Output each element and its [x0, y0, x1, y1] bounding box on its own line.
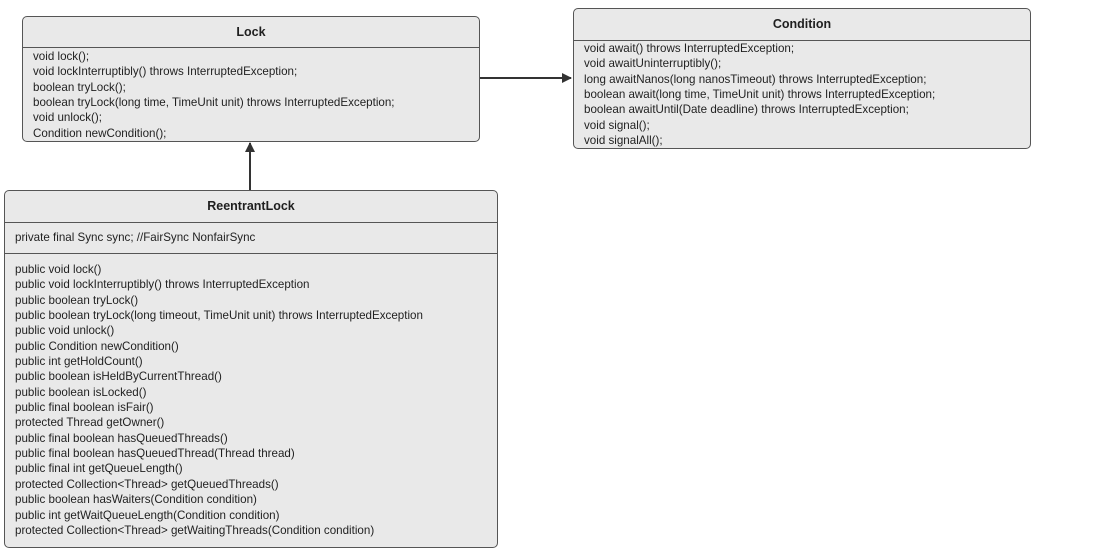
reentrantlock-class-box[interactable]: ReentrantLock private final Sync sync; /…	[4, 190, 498, 548]
member-line: protected Collection<Thread> getQueuedTh…	[15, 477, 279, 491]
member-line: void await() throws InterruptedException…	[584, 42, 795, 55]
member-line: public final boolean hasQueuedThreads()	[15, 431, 228, 445]
member-line: long awaitNanos(long nanosTimeout) throw…	[584, 72, 927, 86]
member-line: void lock();	[33, 50, 90, 63]
member-line: public int getWaitQueueLength(Condition …	[15, 508, 280, 522]
lock-class-title: Lock	[23, 17, 479, 48]
member-line: public Condition newCondition()	[15, 339, 179, 353]
member-line: public boolean tryLock(long timeout, Tim…	[15, 309, 423, 323]
member-line: public final int getQueueLength()	[15, 462, 183, 476]
member-line: boolean await(long time, TimeUnit unit) …	[584, 88, 936, 102]
condition-class-title: Condition	[574, 9, 1030, 41]
reentrantlock-class-title: ReentrantLock	[5, 191, 497, 223]
member-line: boolean tryLock();	[33, 80, 126, 94]
lock-methods: void lock(); void lockInterruptibly() thr…	[23, 48, 479, 141]
member-line: public void unlock()	[15, 324, 115, 338]
member-line: public final boolean isFair()	[15, 401, 154, 415]
member-line: protected Thread getOwner()	[15, 416, 165, 430]
reentrantlock-fields: private final Sync sync; //FairSync Nonf…	[5, 223, 497, 254]
member-line: public boolean tryLock()	[15, 293, 139, 307]
member-line: public boolean isLocked()	[15, 385, 147, 399]
member-line: boolean awaitUntil(Date deadline) throws…	[584, 103, 909, 117]
member-line: public boolean hasWaiters(Condition cond…	[15, 493, 257, 507]
member-line: public boolean isHeldByCurrentThread()	[15, 370, 222, 384]
member-line: protected Collection<Thread> getWaitingT…	[15, 523, 375, 537]
member-line: boolean tryLock(long time, TimeUnit unit…	[33, 96, 395, 110]
condition-class-box[interactable]: Condition void await() throws Interrupte…	[573, 8, 1031, 149]
member-line: private final Sync sync; //FairSync Nonf…	[15, 231, 256, 244]
member-line: void lockInterruptibly() throws Interrup…	[33, 65, 298, 79]
member-line: public void lock()	[15, 263, 102, 276]
member-line: public int getHoldCount()	[15, 355, 143, 369]
lock-class-box[interactable]: Lock void lock(); void lockInterruptibly(…	[22, 16, 480, 142]
reentrantlock-methods: public void lock() public void lockInterr…	[5, 254, 497, 538]
member-line: void unlock();	[33, 111, 102, 125]
member-line: void signal();	[584, 118, 650, 132]
member-line: public final boolean hasQueuedThread(Thr…	[15, 447, 295, 461]
member-line: void awaitUninterruptibly();	[584, 57, 722, 71]
condition-methods: void await() throws InterruptedException…	[574, 41, 1030, 148]
member-line: void signalAll();	[584, 134, 663, 148]
member-line: public void lockInterruptibly() throws I…	[15, 278, 310, 292]
member-line: Condition newCondition();	[33, 126, 167, 140]
